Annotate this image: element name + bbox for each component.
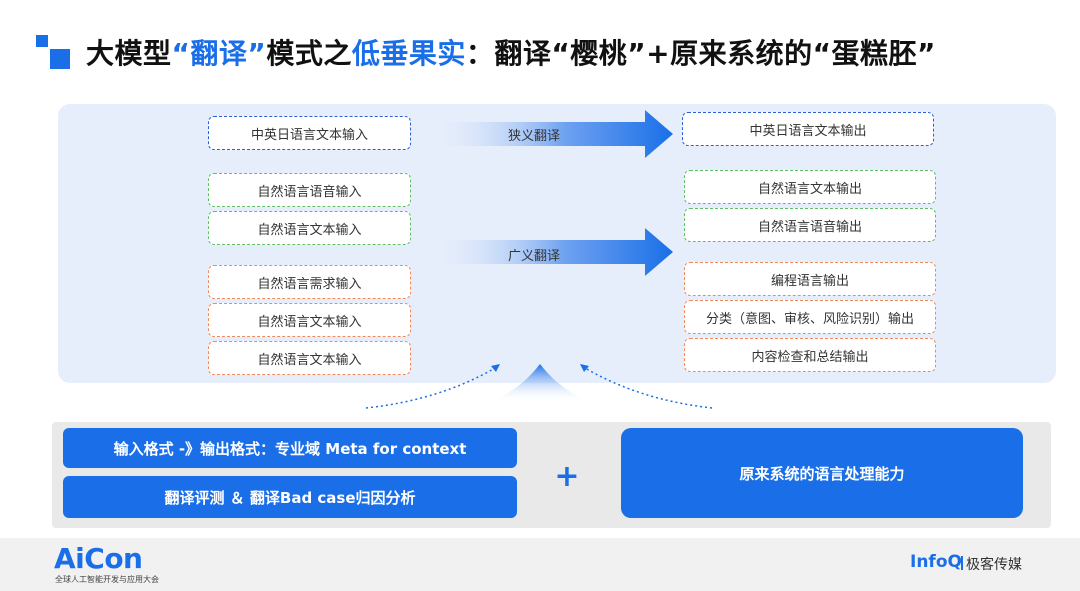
title-part-3: 模式之 [266,37,352,70]
broad-input-box-4: 自然语言文本输入 [208,303,411,337]
narrow-output-label: 中英日语言文本输出 [749,123,867,139]
broad-output-box-4: 分类（意图、审核、风险识别）输出 [684,300,936,334]
broad-output-label: 自然语言语音输出 [757,219,862,235]
broad-arrow-icon [431,228,673,276]
broad-output-box-5: 内容检查和总结输出 [684,338,936,372]
format-meta-bar: 输入格式 -》输出格式：专业域 Meta for context [63,428,517,468]
original-system-label: 原来系统的语言处理能力 [739,464,905,483]
title-part-4: 低垂果实 [351,37,466,70]
broad-output-box-3: 编程语言输出 [684,262,936,296]
narrow-input-label: 中英日语言文本输入 [250,127,368,143]
infoq-separator [961,556,963,570]
original-system-bar: 原来系统的语言处理能力 [621,428,1023,518]
infoq-logo: InfoQ [910,552,962,572]
broad-input-box-5: 自然语言文本输入 [208,341,411,375]
broad-arrow-label: 广义翻译 [508,249,561,264]
broad-input-label: 自然语言需求输入 [257,276,362,292]
title-part-1: 大模型 [86,37,172,70]
format-meta-label: 输入格式 -》输出格式：专业域 Meta for context [113,439,467,458]
upward-fan-connector-icon [365,364,713,409]
broad-input-box-3: 自然语言需求输入 [208,265,411,299]
footer [0,538,1080,591]
broad-input-label: 自然语言语音输入 [257,184,362,200]
title-part-2: “翻译” [171,37,267,70]
title-logo-icon [36,35,70,69]
aicon-logo: AiCon [54,542,143,575]
broad-output-label: 内容检查和总结输出 [751,349,869,365]
broad-output-label: 自然语言文本输出 [757,181,862,197]
evaluation-label: 翻译评测 ＆ 翻译Bad case归因分析 [164,488,416,507]
plus-icon: + [554,458,580,494]
broad-output-label: 分类（意图、审核、风险识别）输出 [705,311,914,327]
evaluation-bar: 翻译评测 ＆ 翻译Bad case归因分析 [63,476,517,518]
infoq-brand-name: 极客传媒 [966,557,1022,573]
broad-input-label: 自然语言文本输入 [257,314,362,330]
narrow-output-box: 中英日语言文本输出 [682,112,934,146]
narrow-arrow-label: 狭义翻译 [508,129,561,144]
broad-output-box-2: 自然语言语音输出 [684,208,936,242]
broad-input-label: 自然语言文本输入 [257,222,362,238]
broad-output-label: 编程语言输出 [770,273,849,289]
aicon-subtitle: 全球人工智能开发与应用大会 [55,575,159,584]
broad-output-box-1: 自然语言文本输出 [684,170,936,204]
narrow-input-box: 中英日语言文本输入 [208,116,411,150]
broad-input-box-1: 自然语言语音输入 [208,173,411,207]
slide-title: 大模型“翻译”模式之低垂果实：翻译“樱桃”+原来系统的“蛋糕胚” [86,32,936,72]
title-row: 大模型“翻译”模式之低垂果实：翻译“樱桃”+原来系统的“蛋糕胚” [36,30,936,74]
broad-input-box-2: 自然语言文本输入 [208,211,411,245]
title-part-5: ：翻译“樱桃”+原来系统的“蛋糕胚” [465,37,936,70]
broad-input-label: 自然语言文本输入 [257,352,362,368]
narrow-arrow-icon [431,110,673,158]
